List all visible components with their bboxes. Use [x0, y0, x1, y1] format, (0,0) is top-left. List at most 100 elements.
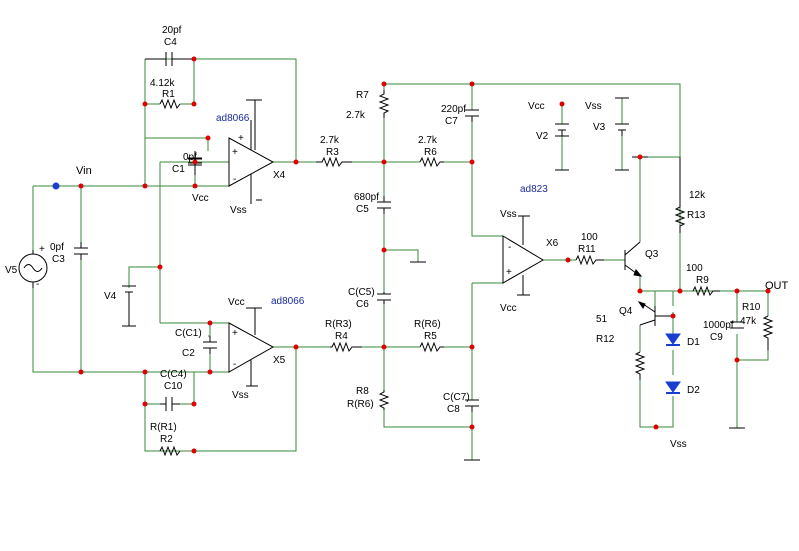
diode-d1 [665, 333, 681, 346]
label-c8: C8 [447, 404, 460, 415]
label-x6-plus-in: + [506, 267, 512, 278]
capacitor-c7 [465, 109, 479, 122]
label-r10-value: 47k [740, 316, 757, 327]
label-r13: R13 [687, 210, 706, 221]
label-x6: X6 [546, 238, 559, 249]
label-c1: C1 [172, 164, 185, 175]
opamp-x6 [502, 215, 544, 296]
label-r4: R4 [335, 331, 348, 342]
capacitor-c6 [377, 292, 391, 304]
label-r11-value: 100 [581, 232, 598, 243]
label-r13-value: 12k [689, 190, 706, 201]
label-r3: R3 [326, 147, 339, 158]
label-c7-value: 220pf [441, 104, 466, 115]
label-x4-model: ad8066 [216, 113, 250, 124]
label-c9: C9 [710, 332, 723, 343]
label-out: OUT [765, 280, 789, 292]
resistor-r10 [762, 315, 774, 350]
label-vss-x4: Vss [230, 205, 247, 216]
capacitor-c3 [74, 242, 88, 260]
label-r4-value: R(R3) [325, 319, 352, 330]
label-r12-value: 51 [596, 314, 608, 325]
diode-d2 [665, 381, 681, 394]
transistor-q3 [624, 156, 648, 277]
label-v5: V5 [5, 265, 18, 276]
label-v5-plus: + [39, 244, 45, 255]
label-c4-value: 20pf [162, 25, 182, 36]
label-r8: R8 [356, 386, 369, 397]
label-d1: D1 [687, 337, 700, 348]
label-r5-value: R(R6) [414, 319, 441, 330]
label-c7: C7 [445, 116, 458, 127]
label-r6: R6 [424, 147, 437, 158]
label-c10: C10 [164, 381, 183, 392]
resistor-r5 [419, 341, 444, 353]
source-v2 [555, 123, 569, 171]
label-r7-value: 2.7k [346, 110, 366, 121]
label-r9: R9 [696, 275, 709, 286]
label-c10-value: C(C4) [160, 369, 187, 380]
label-c6-value: C(C5) [348, 287, 375, 298]
label-vin: Vin [76, 165, 92, 177]
label-r11: R11 [578, 244, 596, 255]
label-vss-x6: Vss [500, 209, 517, 220]
label-x5: X5 [273, 355, 286, 366]
label-x4-minus-in: - [233, 174, 236, 185]
resistor-r9 [692, 285, 720, 297]
resistor-r7 [378, 90, 390, 118]
label-v2: V2 [536, 131, 549, 142]
label-vcc-x4: Vcc [192, 193, 209, 204]
label-c1-value: 0pf [183, 152, 197, 163]
source-v3 [615, 97, 629, 171]
label-c2: C2 [182, 348, 195, 359]
label-vss-bottom: Vss [670, 439, 687, 450]
source-v4 [122, 285, 136, 327]
resistor-r1 [159, 98, 181, 110]
label-x4-plus: + [238, 133, 244, 144]
resistor-r2 [159, 445, 181, 457]
label-c9-value: 1000pf [703, 320, 734, 331]
resistor-r12 [634, 351, 646, 380]
label-c3-value: 0pf [50, 242, 64, 253]
resistor-r8 [378, 390, 390, 410]
label-c8-value: C(C7) [443, 392, 470, 403]
label-r2-value: R(R1) [150, 422, 177, 433]
resistor-r13 [674, 157, 686, 233]
label-x5-model: ad8066 [271, 296, 305, 307]
label-r8-value: R(R6) [347, 399, 374, 410]
resistor-r3 [316, 156, 352, 168]
label-r2: R2 [160, 434, 173, 445]
label-r1: R1 [162, 89, 175, 100]
label-x4-plus-in: + [232, 147, 238, 158]
label-vcc-x6: Vcc [500, 303, 517, 314]
vin-probe-marker [52, 182, 60, 190]
capacitor-c10 [160, 397, 180, 411]
label-r10: R10 [742, 302, 761, 313]
resistor-r6 [419, 156, 444, 168]
capacitor-c5 [377, 196, 391, 214]
label-v4: V4 [104, 291, 117, 302]
label-r6-value: 2.7k [418, 135, 438, 146]
label-v5-minus: - [36, 279, 39, 290]
opamp-x4 [228, 99, 275, 204]
label-c6: C6 [356, 299, 369, 310]
resistor-r11 [575, 254, 604, 266]
label-r3-value: 2.7k [320, 135, 340, 146]
label-vss-src: Vss [585, 101, 602, 112]
labels: 20pf C4 4.12k R1 ad8066 + + - 0pf C1 Vcc… [5, 25, 789, 450]
capacitor-c2 [203, 336, 217, 354]
resistor-r4 [330, 341, 362, 353]
label-x6-model: ad823 [520, 184, 548, 195]
label-c3: C3 [52, 254, 65, 265]
label-r5: R5 [424, 331, 437, 342]
label-vcc-x5: Vcc [228, 297, 245, 308]
label-x5-minus-in: - [233, 359, 236, 370]
capacitor-c4 [145, 52, 194, 66]
label-q3: Q3 [645, 249, 659, 260]
capacitor-c8 [465, 399, 479, 412]
label-q4: Q4 [619, 306, 633, 317]
label-x6-minus-in: - [508, 242, 511, 253]
source-v5 [18, 250, 48, 288]
